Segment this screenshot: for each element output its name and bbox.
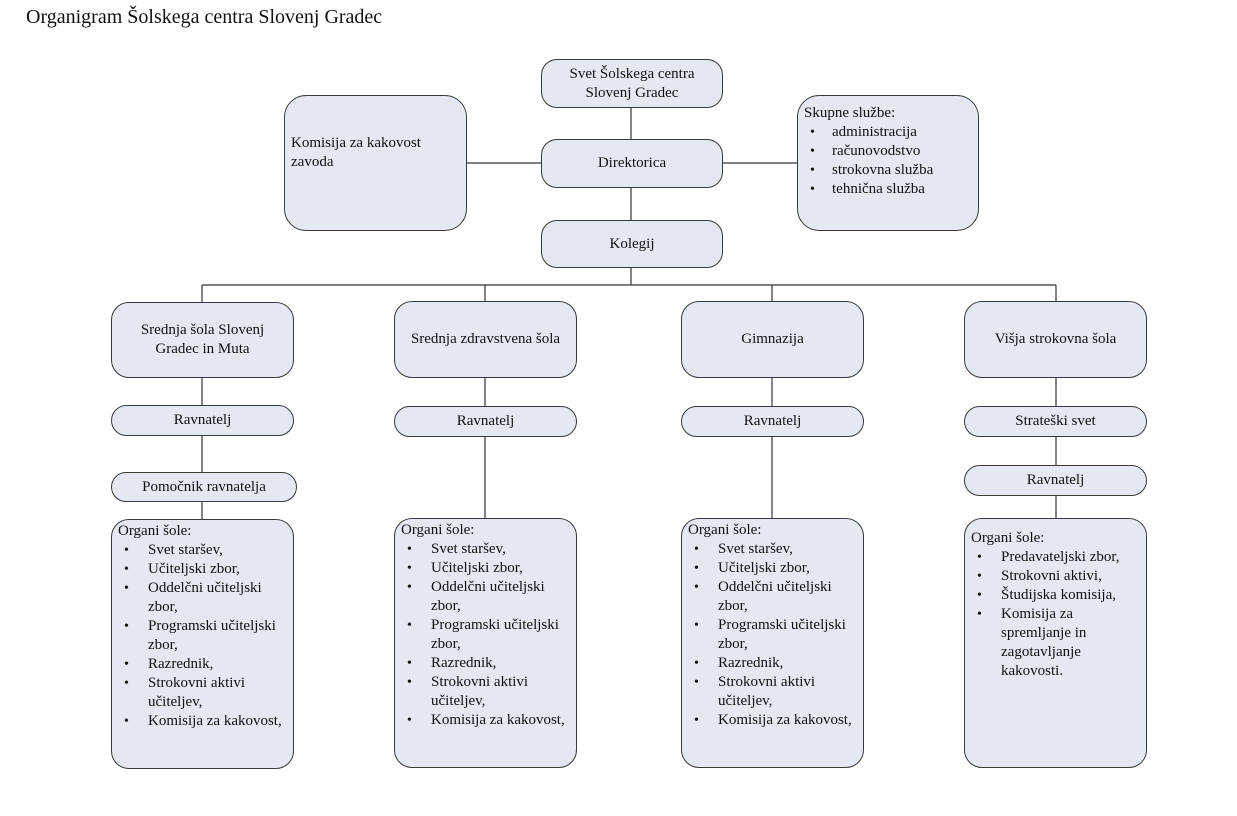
organi-item: Svet staršev, bbox=[688, 540, 859, 559]
organi-item: Strokovni aktivi učiteljev, bbox=[688, 673, 859, 711]
ravnatelj-box: Ravnatelj bbox=[964, 465, 1147, 496]
skupne-item: tehnična služba bbox=[804, 180, 972, 199]
organi-item: Programski učiteljski zbor, bbox=[688, 616, 859, 654]
strateski-svet-label: Strateški svet bbox=[1015, 413, 1096, 429]
strateski-svet-box: Strateški svet bbox=[964, 406, 1147, 437]
skupne-sluzbe-title: Skupne službe: bbox=[804, 105, 896, 121]
organi-item: Programski učiteljski zbor, bbox=[118, 617, 289, 655]
organi-item: Strokovni aktivi učiteljev, bbox=[401, 673, 572, 711]
school-box-srednja-sola: Srednja šola Slovenj Gradec in Muta bbox=[111, 302, 294, 378]
kolegij-box: Kolegij bbox=[541, 220, 723, 268]
ravnatelj-box: Ravnatelj bbox=[681, 406, 864, 437]
ravnatelj-label: Ravnatelj bbox=[743, 413, 802, 429]
organi-item: Študijska komisija, bbox=[971, 586, 1142, 605]
ravnatelj-label: Ravnatelj bbox=[173, 412, 232, 428]
organi-sole-title: Organi šole: bbox=[971, 530, 1045, 546]
organi-sole-title: Organi šole: bbox=[688, 522, 762, 538]
pomocnik-ravnatelja-label: Pomočnik ravnatelja bbox=[142, 478, 266, 495]
organi-item: Komisija za kakovost, bbox=[688, 711, 859, 730]
organi-sole-title: Organi šole: bbox=[118, 523, 192, 539]
pomocnik-ravnatelja-box: Pomočnik ravnatelja bbox=[111, 472, 297, 502]
komisija-kakovost-box: Komisija za kakovost zavoda bbox=[284, 95, 467, 231]
organi-item: Svet staršev, bbox=[401, 540, 572, 559]
school-name: Srednja šola Slovenj Gradec in Muta bbox=[140, 322, 265, 357]
komisija-kakovost-label: Komisija za kakovost zavoda bbox=[291, 135, 421, 170]
skupne-sluzbe-box: Skupne službe: administracija računovods… bbox=[797, 95, 979, 231]
organi-item: Učiteljski zbor, bbox=[118, 560, 289, 579]
organi-item: Komisija za spremljanje in zagotavljanje… bbox=[971, 605, 1142, 681]
organi-item: Strokovni aktivi učiteljev, bbox=[118, 674, 289, 712]
organi-item: Komisija za kakovost, bbox=[118, 712, 289, 731]
ravnatelj-box: Ravnatelj bbox=[394, 406, 577, 437]
svet-label: Svet Šolskega centra Slovenj Gradec bbox=[569, 65, 695, 101]
direktorica-box: Direktorica bbox=[541, 139, 723, 188]
direktorica-label: Direktorica bbox=[597, 155, 667, 171]
organi-item: Razrednik, bbox=[118, 655, 289, 674]
school-name: Gimnazija bbox=[741, 331, 804, 347]
ravnatelj-label: Ravnatelj bbox=[1026, 472, 1085, 488]
organi-sole-title: Organi šole: bbox=[401, 522, 475, 538]
organi-sole-box: Organi šole: Svet staršev, Učiteljski zb… bbox=[394, 518, 577, 768]
organi-item: Učiteljski zbor, bbox=[688, 559, 859, 578]
organi-item: Oddelčni učiteljski zbor, bbox=[688, 578, 859, 616]
school-box-visja-strokovna: Višja strokovna šola bbox=[964, 301, 1147, 378]
organi-item: Svet staršev, bbox=[118, 541, 289, 560]
organi-item: Predavateljski zbor, bbox=[971, 548, 1142, 567]
organi-sole-box: Organi šole: Svet staršev, Učiteljski zb… bbox=[681, 518, 864, 768]
organi-item: Učiteljski zbor, bbox=[401, 559, 572, 578]
ravnatelj-box: Ravnatelj bbox=[111, 405, 294, 436]
organi-item: Strokovni aktivi, bbox=[971, 567, 1142, 586]
ravnatelj-label: Ravnatelj bbox=[456, 413, 515, 429]
school-box-gimnazija: Gimnazija bbox=[681, 301, 864, 378]
kolegij-label: Kolegij bbox=[609, 235, 655, 252]
school-box-srednja-zdravstvena: Srednja zdravstvena šola bbox=[394, 301, 577, 378]
organi-sole-box: Organi šole: Svet staršev, Učiteljski zb… bbox=[111, 519, 294, 769]
organi-item: Komisija za kakovost, bbox=[401, 711, 572, 730]
school-name: Višja strokovna šola bbox=[994, 331, 1117, 347]
organi-item: Programski učiteljski zbor, bbox=[401, 616, 572, 654]
skupne-item: strokovna služba bbox=[804, 161, 972, 180]
organi-item: Oddelčni učiteljski zbor, bbox=[118, 579, 289, 617]
page-title: Organigram Šolskega centra Slovenj Grade… bbox=[26, 6, 383, 28]
organi-item: Razrednik, bbox=[401, 654, 572, 673]
skupne-item: administracija bbox=[804, 123, 972, 142]
organi-sole-box: Organi šole: Predavateljski zbor, Stroko… bbox=[964, 518, 1147, 768]
school-name: Srednja zdravstvena šola bbox=[410, 331, 561, 347]
organi-item: Razrednik, bbox=[688, 654, 859, 673]
svet-box: Svet Šolskega centra Slovenj Gradec bbox=[541, 59, 723, 108]
organi-item: Oddelčni učiteljski zbor, bbox=[401, 578, 572, 616]
skupne-item: računovodstvo bbox=[804, 142, 972, 161]
